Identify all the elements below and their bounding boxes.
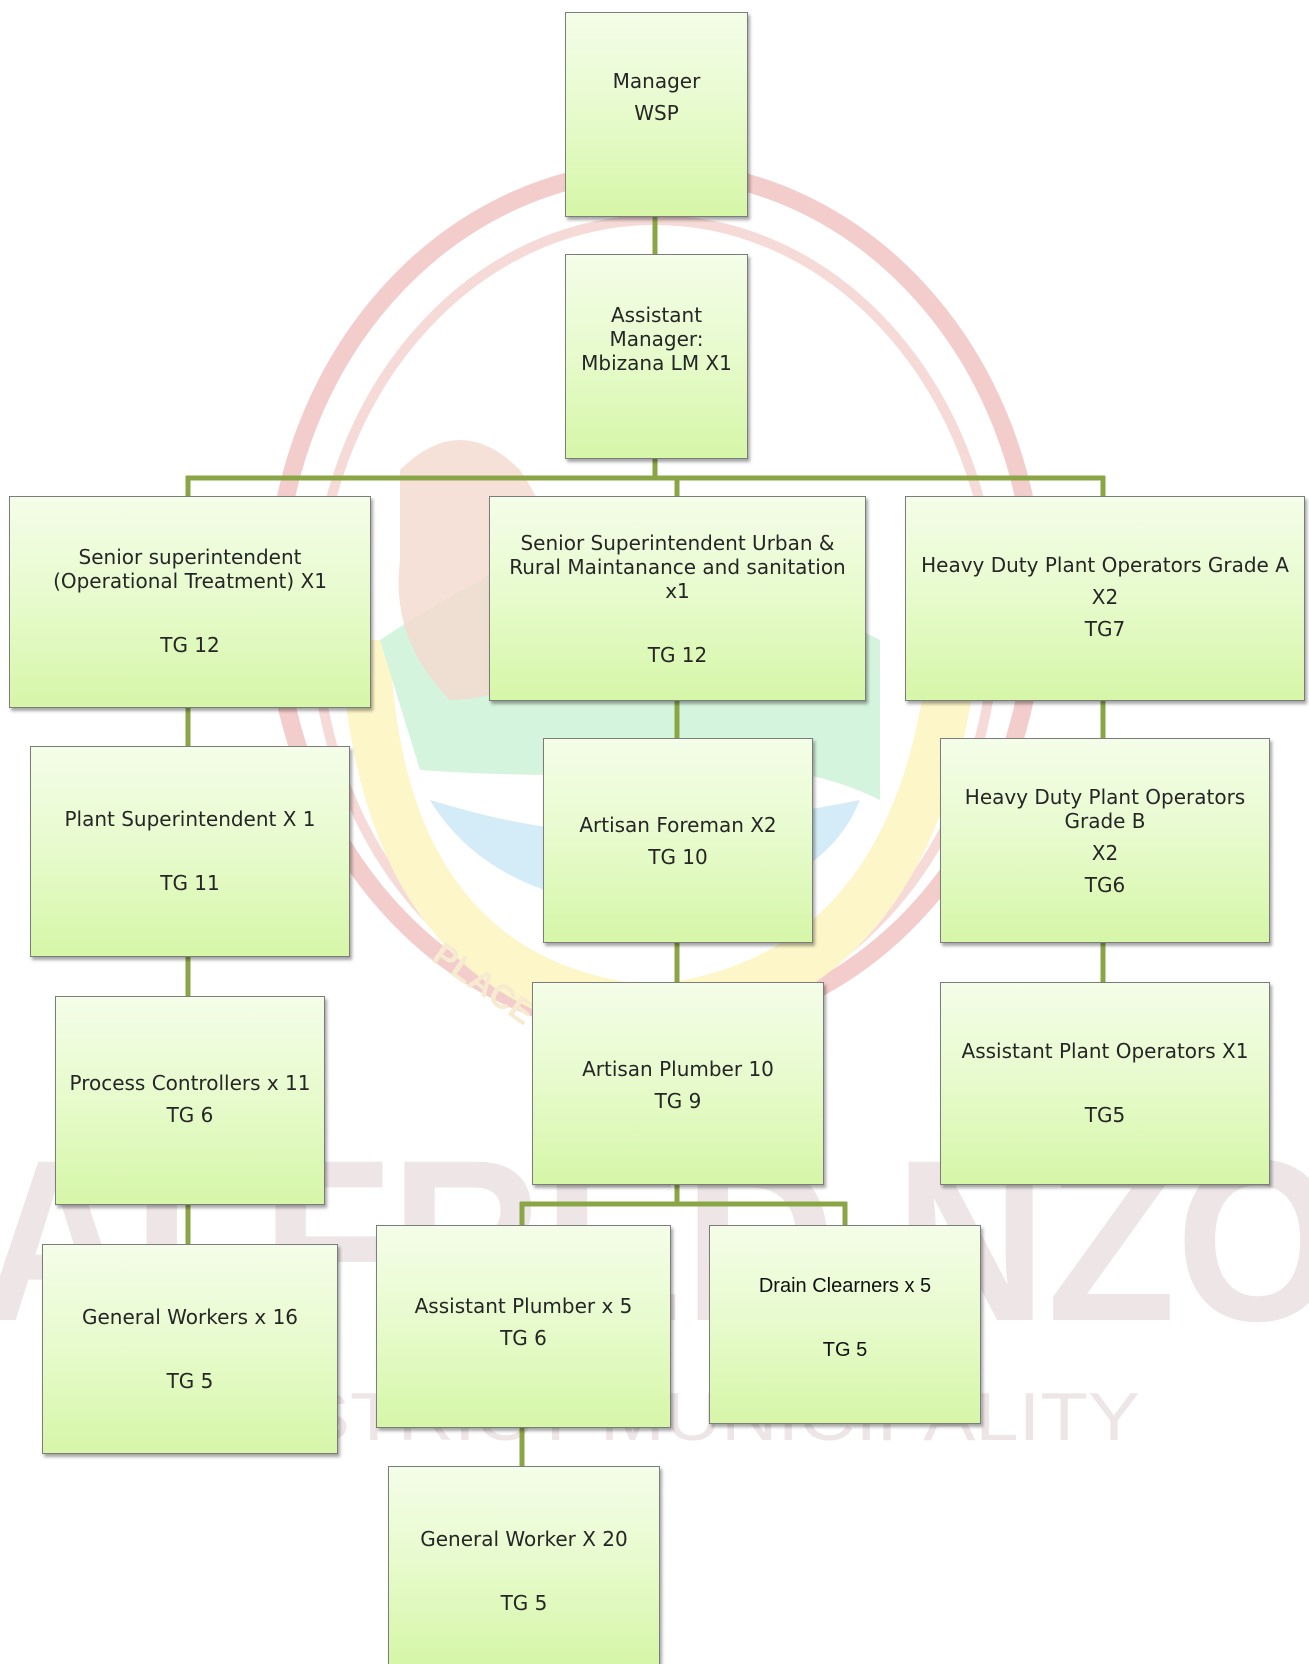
task-grade: TG7: [1084, 617, 1126, 641]
org-box-manager: Manager WSP: [565, 12, 748, 217]
position-title: Senior superintendent: [78, 545, 302, 569]
position-title: Manager:: [609, 327, 704, 351]
position-title: Manager: [612, 69, 701, 93]
position-title: Process Controllers x 11: [69, 1071, 311, 1095]
task-grade: TG 12: [647, 643, 708, 667]
task-grade: TG 5: [500, 1591, 548, 1615]
task-grade: TG 12: [160, 633, 220, 657]
task-grade: TG 6: [500, 1326, 547, 1350]
task-grade: TG 9: [654, 1089, 702, 1113]
task-grade: TG 11: [160, 871, 220, 895]
org-box-artisan-foreman: Artisan Foreman X2 TG 10: [543, 738, 813, 943]
position-title: Assistant Plumber x 5: [414, 1294, 633, 1318]
logo-yellow-ring: [340, 640, 980, 1040]
position-title: x1: [665, 579, 690, 603]
position-title: Artisan Foreman X2: [579, 813, 777, 837]
task-grade: TG5: [1084, 1103, 1126, 1127]
org-box-plant-superintendent: Plant Superintendent X 1 TG 11: [30, 746, 350, 957]
task-grade: TG6: [1084, 873, 1126, 897]
org-box-senior-superintendent-treatment: Senior superintendent (Operational Treat…: [9, 496, 371, 708]
position-title: Rural Maintanance and sanitation: [509, 555, 846, 579]
position-title: Assistant: [610, 303, 703, 327]
position-title: Senior Superintendent Urban &: [520, 531, 835, 555]
org-box-assistant-plumber: Assistant Plumber x 5 TG 6: [376, 1225, 671, 1428]
task-grade: TG 5: [822, 1339, 868, 1361]
position-subtitle: WSP: [634, 101, 679, 125]
position-title: Drain Clearners x 5: [758, 1275, 932, 1297]
org-box-drain-cleaners: Drain Clearners x 5 TG 5: [709, 1225, 981, 1424]
position-title: Heavy Duty Plant Operators: [964, 785, 1246, 809]
position-title: Plant Superintendent X 1: [64, 807, 316, 831]
task-grade: TG 10: [648, 845, 708, 869]
position-title: Assistant Plant Operators X1: [961, 1039, 1249, 1063]
org-box-assistant-plant-operators: Assistant Plant Operators X1 TG5: [940, 982, 1270, 1185]
position-title: Artisan Plumber 10: [582, 1057, 774, 1081]
org-box-general-worker-20: General Worker X 20 TG 5: [388, 1466, 660, 1664]
logo-sub-text: DISTRICT MUNICIPALITY: [220, 1379, 1140, 1455]
position-count: X2: [1091, 585, 1119, 609]
org-box-senior-superintendent-urban: Senior Superintendent Urban & Rural Main…: [489, 496, 866, 701]
position-title: Mbizana LM X1: [581, 351, 732, 375]
position-title: Grade B: [1064, 809, 1146, 833]
position-count: X2: [1091, 841, 1119, 865]
org-box-artisan-plumber: Artisan Plumber 10 TG 9: [532, 982, 824, 1185]
position-title: General Worker X 20: [420, 1527, 628, 1551]
task-grade: TG 6: [166, 1103, 214, 1127]
task-grade: TG 5: [166, 1369, 214, 1393]
org-box-assistant-manager: Assistant Manager: Mbizana LM X1: [565, 254, 748, 459]
org-box-heavy-duty-grade-a: Heavy Duty Plant Operators Grade A X2 TG…: [905, 496, 1305, 701]
position-title: Heavy Duty Plant Operators Grade A: [921, 553, 1289, 577]
org-box-general-workers-16: General Workers x 16 TG 5: [42, 1244, 338, 1454]
org-box-heavy-duty-grade-b: Heavy Duty Plant Operators Grade B X2 TG…: [940, 738, 1270, 943]
org-box-process-controllers: Process Controllers x 11 TG 6: [55, 996, 325, 1205]
position-title: General Workers x 16: [81, 1305, 299, 1329]
position-title: (Operational Treatment) X1: [53, 569, 327, 593]
